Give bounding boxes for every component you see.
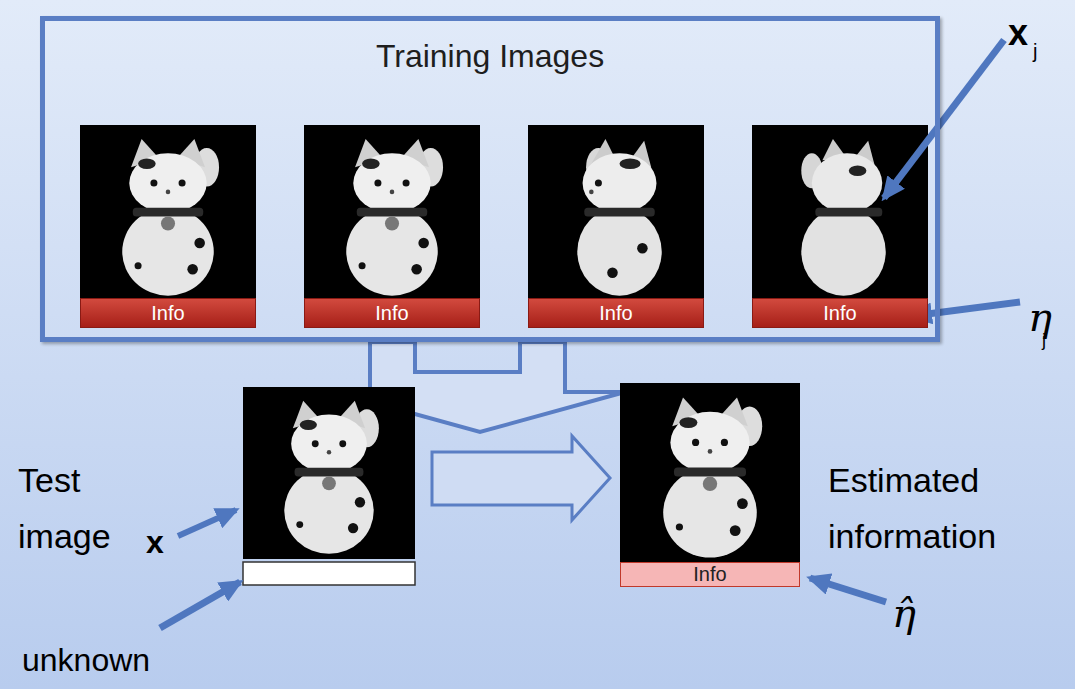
training-image bbox=[752, 125, 928, 301]
info-text: Info bbox=[693, 563, 726, 586]
callout-arrow bbox=[912, 302, 1020, 316]
callout-arrow bbox=[810, 578, 886, 602]
side-label: Estimated information bbox=[828, 452, 1038, 564]
variable-label: x bbox=[146, 524, 164, 561]
info-bar: Info bbox=[80, 298, 256, 328]
training-image bbox=[80, 125, 256, 301]
empty-info-bar bbox=[243, 562, 415, 585]
callout-arrow bbox=[178, 510, 236, 536]
training-frame: Training ImagesInfo Info Info Info bbox=[40, 16, 940, 342]
training-image bbox=[304, 125, 480, 301]
side-label: Test image bbox=[18, 452, 138, 564]
info-bar: Info bbox=[752, 298, 928, 328]
training-image bbox=[528, 125, 704, 301]
estimated-info-bar: Info bbox=[620, 562, 800, 587]
frame-title: Training Images bbox=[45, 38, 935, 75]
info-text: Info bbox=[375, 302, 408, 325]
info-bar: Info bbox=[528, 298, 704, 328]
estimated-image bbox=[620, 383, 800, 563]
info-bar: Info bbox=[304, 298, 480, 328]
variable-label: x bbox=[1008, 12, 1028, 53]
callout-arrow bbox=[884, 40, 1004, 198]
test-image bbox=[243, 387, 415, 559]
variable-label: η bbox=[1028, 294, 1052, 340]
subscript-label: j bbox=[1042, 330, 1046, 351]
side-label: unknown bbox=[22, 642, 150, 679]
info-text: Info bbox=[823, 302, 856, 325]
process-arrow bbox=[432, 436, 610, 520]
info-text: Info bbox=[151, 302, 184, 325]
variable-label: η̂ bbox=[892, 590, 916, 636]
info-text: Info bbox=[599, 302, 632, 325]
subscript-label: j bbox=[1033, 40, 1037, 63]
callout-arrow bbox=[160, 582, 240, 628]
